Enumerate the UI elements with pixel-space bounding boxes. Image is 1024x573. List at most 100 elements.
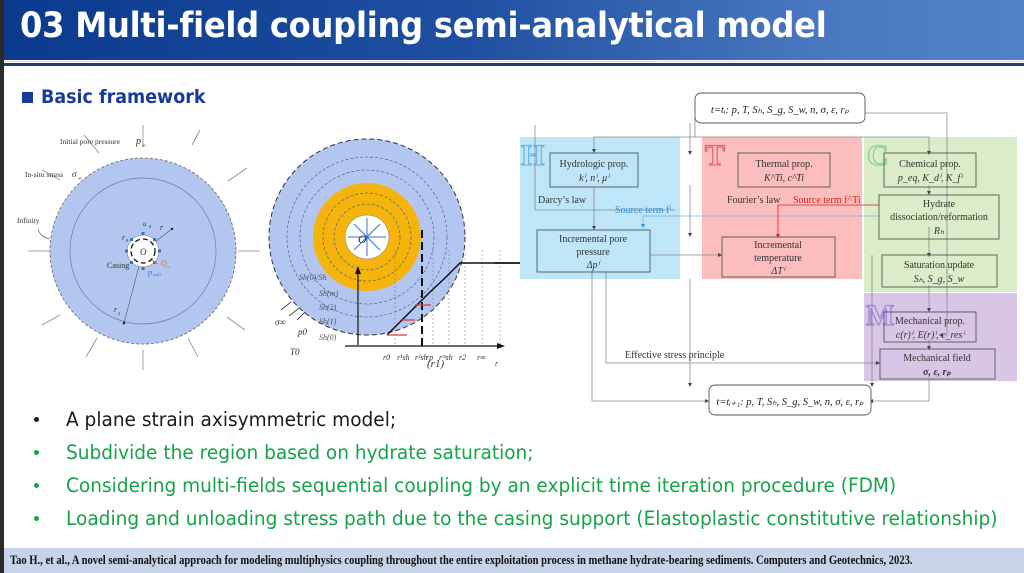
label-sh-2: Sh(2) [319, 303, 337, 312]
temp-vars: ΔTⁱ [770, 266, 786, 277]
r2-boundary [69, 177, 217, 325]
label-u0-sub: 0 [149, 224, 152, 229]
tick-rsh1: r¹sh [397, 353, 410, 362]
label-sh-1: Sh(1) [319, 317, 337, 326]
region-letter-t: T [705, 139, 725, 172]
pore-vars: Δpⁱ [586, 260, 602, 271]
title-bar: 03 Multi-field coupling semi-analytical … [4, 0, 1024, 60]
label-sh-m: Sh(m) [319, 289, 338, 298]
tick-r1-paren: (r1) [427, 358, 445, 370]
tick-rp: rp [426, 353, 433, 362]
region-letter-m: M [866, 299, 894, 332]
section-heading-text: Basic framework [41, 86, 206, 108]
label-effective-stress: Effective stress principle [625, 350, 725, 361]
bullet-dot-icon [34, 417, 39, 422]
label-r0-sub: 0 [126, 238, 129, 243]
region-letter-h: H [521, 139, 544, 172]
thermal-prop-title: Thermal prop. [755, 159, 812, 170]
dissociation-title-2: dissociation/reformation [890, 212, 988, 223]
label-u0: u [143, 220, 147, 228]
flow-arrowheads [592, 149, 943, 403]
state-box-next [708, 384, 872, 416]
tick-r2: r2 [459, 353, 466, 362]
state-current-text: t=tᵢ: p, T, Sₕ, S_g, S_w, n, σ, ε, rₚ [711, 105, 850, 116]
label-casing: Casing [107, 261, 129, 270]
bullet-text: Loading and unloading stress path due to… [66, 507, 998, 530]
state-next-text: t=tᵢ₊₁: p, T, Sₕ, S_g, S_w, n, σ, ε, rₚ [716, 397, 864, 408]
label-p-inf: p [135, 136, 141, 147]
axis-label-r: r [495, 359, 499, 368]
plane-strain-model-figure: Initial pore pressure p ∞ In-situ stress… [17, 125, 260, 370]
tick-rshm: rᵐsh [439, 353, 453, 362]
bullet-dot-icon [34, 516, 39, 521]
bullet-text: A plane strain axisymmetric model; [66, 408, 397, 431]
label-source-term-hydro: Source term fⁱ [615, 205, 671, 216]
chemical-prop-title: Chemical prop. [899, 159, 961, 170]
label-pwell-sub: well [153, 272, 161, 277]
coupling-flowchart: H T C M t=tᵢ: p, T, Sₕ, S_g, S_w, [520, 92, 1017, 416]
box-hydrate-dissociation [878, 194, 1000, 240]
label-p-inf-sub: ∞ [142, 144, 146, 149]
pore-title-2: pressure [576, 247, 610, 258]
source-term-thermal-line [777, 204, 879, 235]
saturation-vars: Sₕ, S_g, S_w [914, 274, 965, 285]
dissociation-title-1: Hydrate [923, 199, 956, 210]
label-r2: r [114, 305, 118, 314]
bullet-item: Subdivide the region based on hydrate sa… [34, 436, 1024, 469]
label-p0: p0 [297, 327, 308, 337]
state-box-current [694, 92, 866, 124]
box-saturation-update [881, 254, 998, 288]
box-incremental-pore-pressure [536, 229, 651, 273]
in-situ-stress-arrows [28, 125, 260, 370]
hydro-prop-vars: kⁱ, nⁱ, μⁱ [579, 173, 611, 184]
mech-prop-title: Mechanical prop. [895, 316, 965, 327]
label-sigma-inf: σ∞ [275, 317, 286, 327]
well-pressure-arrows [125, 232, 161, 270]
dissociation-vars: Rₕ [933, 226, 945, 237]
box-thermal-prop [737, 152, 831, 188]
region-letter-c: C [867, 139, 889, 172]
box-hydrologic-prop [549, 152, 639, 188]
label-insitu-stress: In-situ stress [25, 170, 63, 179]
temp-title-2: temperature [754, 253, 802, 264]
label-r0: r [122, 233, 126, 242]
label-darcy-law: Darcy’s law [538, 195, 587, 206]
bullet-list: A plane strain axisymmetric model; Subdi… [34, 403, 1024, 535]
flow-lines [534, 112, 948, 402]
label-qw: Q [161, 259, 167, 268]
saturation-steps [387, 304, 431, 336]
saturation-title: Saturation update [904, 260, 975, 271]
box-mechanical-field [879, 348, 996, 380]
label-center: O [358, 232, 367, 246]
square-bullet-icon [22, 91, 33, 103]
box-chemical-prop [883, 152, 977, 188]
region-mechanical [864, 293, 1017, 381]
label-fourier-law: Fourier’s law [727, 195, 781, 206]
label-initial-pore-pressure: Initial pore pressure [60, 137, 121, 146]
saturation-zone-figure: O Sh(0)/Sh Sh(m) Sh(2) Sh(1) Sh(0) r0 r¹… [268, 138, 520, 368]
bullet-item: A plane strain axisymmetric model; [34, 403, 1024, 436]
mech-field-vars: σ, ε, rₚ [923, 367, 951, 378]
label-origin: O [140, 247, 147, 257]
bullet-dot-icon [34, 450, 39, 455]
slide-left-border [0, 0, 4, 573]
box-incremental-temperature [721, 236, 836, 278]
hydro-prop-title: Hydrologic prop. [560, 159, 629, 170]
tick-r0: r0 [383, 353, 390, 362]
slide-title: 03 Multi-field coupling semi-analytical … [20, 6, 827, 46]
bullet-item: Loading and unloading stress path due to… [34, 502, 1024, 535]
title-divider-light [4, 61, 1024, 62]
pressure-arrows [348, 218, 386, 256]
label-qw-sub: w [167, 264, 171, 269]
label-r2-sub: 2 [118, 311, 120, 316]
casing-ring [130, 238, 156, 264]
title-divider [4, 63, 1024, 66]
label-sigma-inf: σ [72, 169, 77, 179]
region-chemical [864, 137, 1017, 292]
label-pwell: p [147, 268, 152, 277]
mech-prop-vars: c(r)ⁱ, E(r)ⁱ, c_resⁱ [896, 330, 967, 341]
tick-rinf: r∞ [477, 353, 486, 362]
section-heading: Basic framework [22, 86, 220, 108]
label-sigma-inf-sub: ∞ [78, 177, 82, 182]
bullet-text: Considering multi-fields sequential coup… [66, 474, 897, 497]
